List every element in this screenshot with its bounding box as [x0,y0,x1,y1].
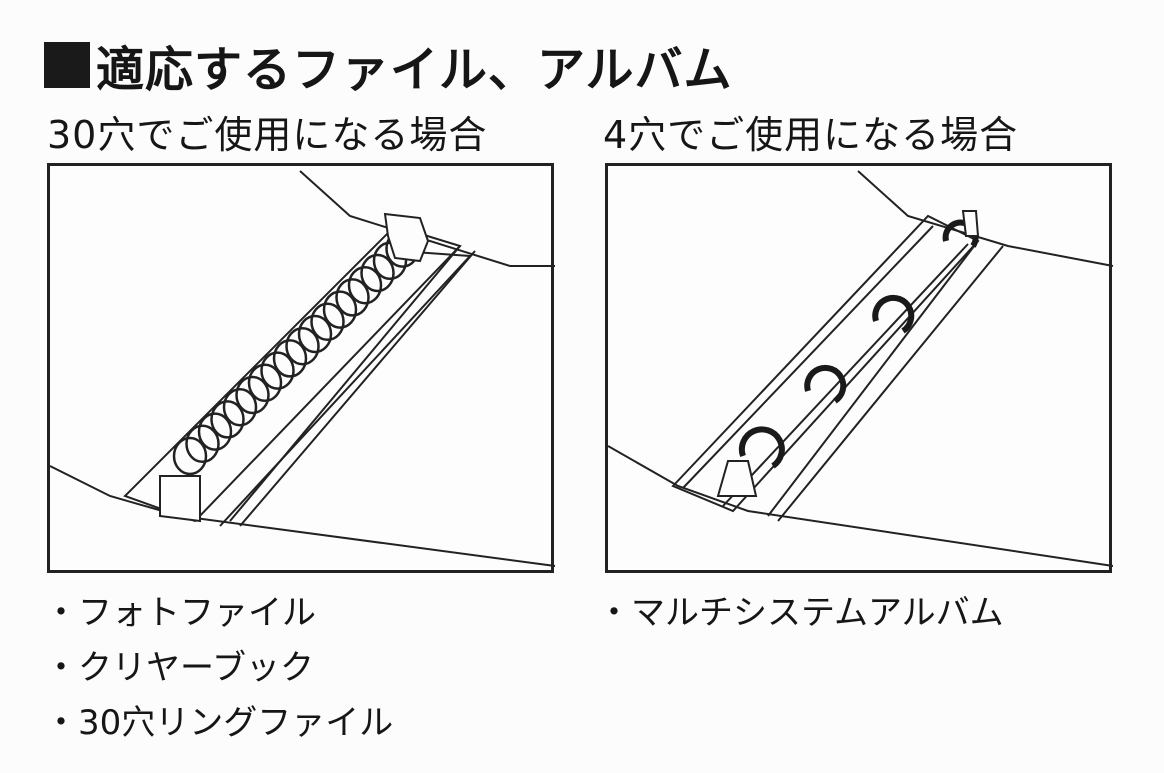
heading-30-hole: 30穴でご使用になる場合 [47,113,488,157]
binder-ring [297,314,333,354]
binder-ring [347,265,383,305]
binder-ring [210,400,245,439]
binder-ring [247,363,283,403]
illustration-4-hole-album [605,163,1114,573]
compatible-list-30-hole: ・フォトファイル ・クリヤーブック ・30穴リングファイル [44,586,393,751]
binder-ring [235,375,270,415]
compatible-list-4-hole: ・マルチシステムアルバム [597,586,1004,641]
binder-ring [272,339,308,378]
list-item: ・30穴リングファイル [44,703,394,743]
list-item: ・フォトファイル [44,593,316,633]
binder-ring [310,302,345,342]
list-item: ・クリヤーブック [44,648,314,688]
binder-ring [360,253,395,293]
binder-ring [222,387,258,427]
list-item: ・マルチシステムアルバム [597,593,1004,633]
binder-ring [322,290,358,329]
binder-ring [335,278,370,317]
binder-ring [172,436,208,476]
binder-ring [197,412,233,451]
title-text: 適応するファイル、アルバム [96,42,733,98]
binder-ring [260,351,295,390]
binder-ring [185,424,220,464]
title-bullet-square [44,42,90,88]
section-title: 適応するファイル、アルバム [44,30,733,100]
binder-ring [285,326,320,366]
heading-4-hole: 4穴でご使用になる場合 [603,113,1019,157]
illustration-30-hole-binder [47,163,556,573]
